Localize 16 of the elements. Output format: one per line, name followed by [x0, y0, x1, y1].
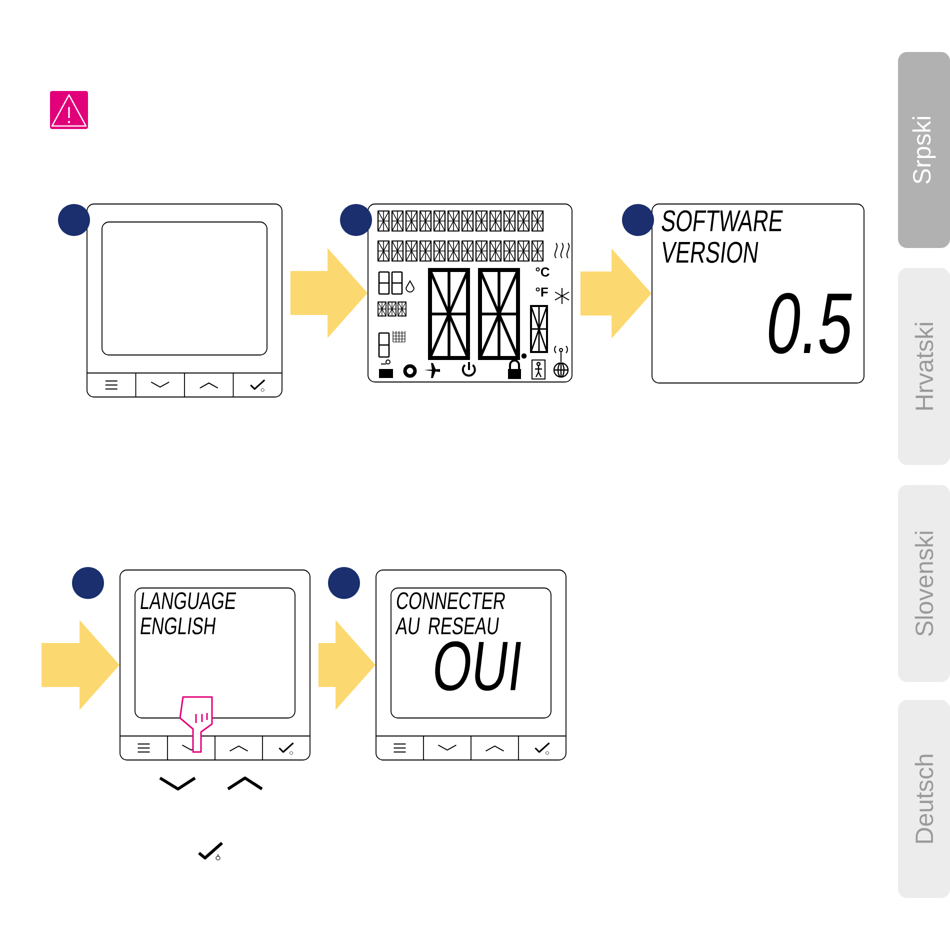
- lcd-text: CONNECTER AU RESEAU: [395, 592, 505, 634]
- lcd-text: 0.5: [769, 292, 852, 354]
- arrow: [318, 620, 376, 710]
- arrow: [42, 620, 120, 710]
- language-tab: Deutsch: [898, 700, 950, 898]
- language-tab: Srpski: [898, 52, 950, 248]
- lcd-text: °F: [536, 287, 548, 297]
- lcd-text: LANGUAGE ENGLISH: [140, 592, 236, 634]
- lcd-text: OUI: [435, 641, 521, 691]
- arrow: [290, 248, 368, 338]
- language-tab: Hrvatski: [898, 268, 950, 465]
- thermostat: [86, 204, 282, 398]
- lcd-text: SOFTWARE VERSION: [662, 210, 783, 263]
- language-tab: Slovenski: [898, 485, 950, 682]
- lcd-text: °C: [536, 267, 550, 277]
- arrow: [580, 248, 652, 338]
